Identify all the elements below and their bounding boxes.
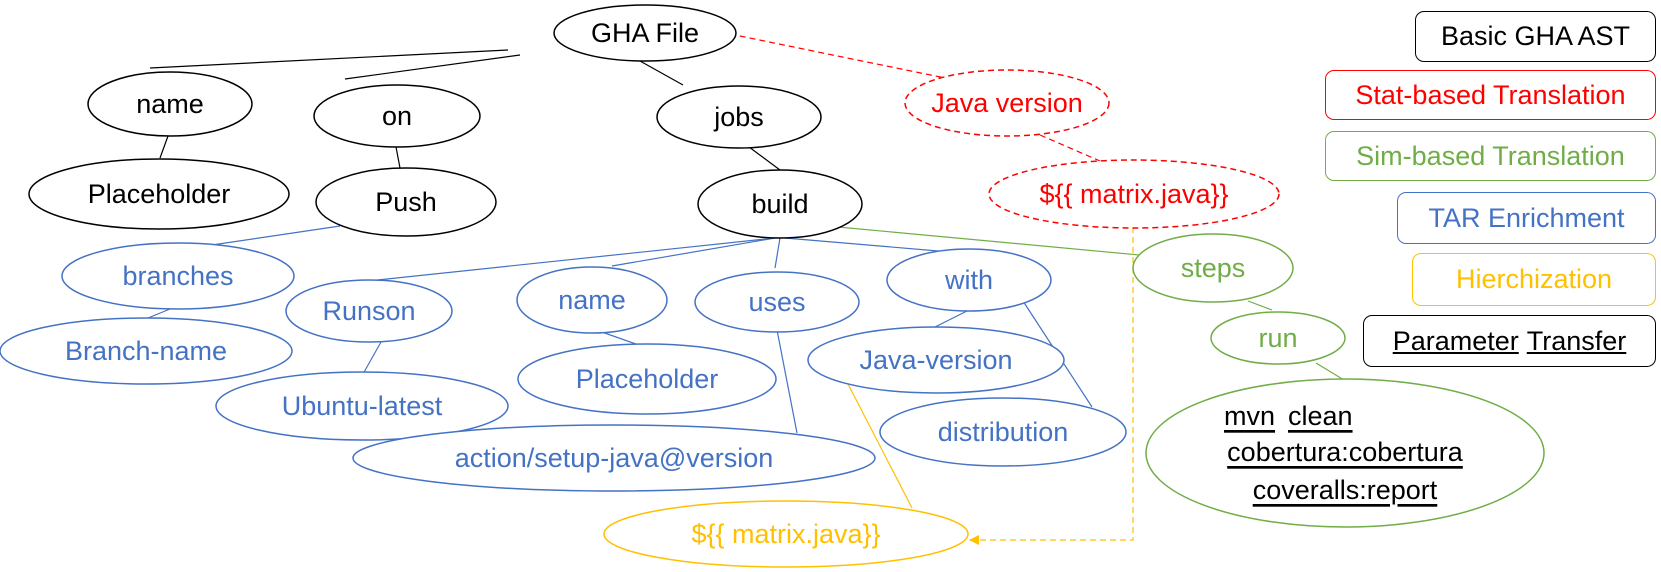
edge-on-push [395, 146, 401, 169]
node-name-blue [516, 266, 668, 334]
edge-build-with [784, 237, 951, 253]
node-branches [61, 242, 295, 310]
node-placeholder-top [28, 158, 290, 230]
label-action-setup-java: action/setup-java@version [455, 443, 774, 473]
stat-edges [729, 33, 1101, 162]
label-runson: Runson [322, 296, 415, 326]
node-on [313, 84, 481, 148]
node-name [87, 71, 253, 137]
cmd-clean: clean [1288, 401, 1353, 431]
edge-javaversion-matrix-hier [847, 383, 913, 509]
node-build [697, 169, 863, 239]
label-java-version-blue: Java-version [859, 345, 1012, 375]
hier-edges [847, 227, 1134, 545]
edge-branches-branchname [147, 308, 171, 319]
edge-runson-ubuntu [362, 341, 382, 375]
node-uses [694, 271, 860, 333]
label-java-version-stat: Java version [931, 88, 1083, 118]
edge-run-command [1315, 362, 1345, 381]
label-ubuntu-latest: Ubuntu-latest [282, 391, 443, 421]
edge-build-uses [774, 237, 781, 269]
edge-gha-on [344, 54, 521, 80]
legend-sim: Sim-based Translation [1325, 131, 1656, 181]
legend-stat: Stat-based Translation [1325, 70, 1656, 120]
label-on: on [382, 101, 412, 131]
cmd-mvn: mvn [1224, 401, 1275, 431]
label-branch-name: Branch-name [65, 336, 227, 366]
node-java-version-blue [807, 326, 1065, 394]
node-distribution [879, 397, 1127, 467]
node-placeholder-blue [517, 343, 777, 415]
legend-param-word2: Transfer [1526, 325, 1627, 356]
edge-param-transfer-arrow [969, 227, 1134, 545]
legend-hier: Hierchization [1412, 253, 1656, 306]
label-uses: uses [748, 287, 805, 317]
legend-basic: Basic GHA AST [1415, 11, 1656, 62]
label-placeholder-top: Placeholder [88, 179, 231, 209]
sim-edges [837, 226, 1345, 381]
edge-gha-name [149, 49, 509, 69]
node-ubuntu-latest [215, 371, 509, 441]
label-branches: branches [122, 261, 233, 291]
edge-build-runson [367, 237, 776, 282]
label-steps: steps [1181, 253, 1246, 283]
edge-gha-jobs [639, 60, 684, 86]
label-gha-file: GHA File [591, 18, 699, 48]
label-jobs: jobs [713, 102, 764, 132]
label-matrix-java-stat: ${{ matrix.java}} [1039, 179, 1228, 209]
node-run [1210, 311, 1346, 365]
edge-build-steps [837, 226, 1162, 258]
label-distribution: distribution [938, 417, 1069, 447]
label-placeholder-blue: Placeholder [576, 364, 719, 394]
label-name: name [136, 89, 204, 119]
edge-build-name [611, 237, 776, 267]
edge-name-placeholder [159, 135, 169, 159]
node-gha-file [553, 4, 737, 62]
edge-uses-action [776, 329, 798, 434]
label-matrix-java-hier: ${{ matrix.java}} [691, 519, 880, 549]
edge-javaversion-matrix [1039, 134, 1101, 162]
node-push [315, 167, 497, 237]
node-action-setup-java [352, 424, 876, 492]
node-branch-name [0, 317, 293, 385]
edge-gha-javaversion [729, 33, 956, 81]
cmd-coveralls: coveralls:report [1253, 475, 1438, 505]
edge-steps-run [1247, 300, 1273, 311]
node-steps [1132, 233, 1294, 303]
node-runson [285, 279, 453, 343]
edge-with-javaversion [932, 310, 968, 329]
node-with [886, 248, 1052, 312]
legend-tar: TAR Enrichment [1397, 192, 1656, 244]
cmd-cobertura: cobertura:cobertura [1227, 437, 1464, 467]
node-matrix-java-stat [988, 159, 1280, 229]
label-name-blue: name [558, 285, 626, 315]
node-run-command [1145, 378, 1545, 528]
legend-param-word1: Parameter [1392, 325, 1519, 356]
label-run: run [1258, 323, 1297, 353]
node-java-version-stat [904, 69, 1110, 137]
node-jobs [656, 85, 822, 149]
label-with: with [944, 265, 993, 295]
label-push: Push [375, 187, 437, 217]
node-matrix-java-hier [603, 500, 969, 568]
label-build: build [751, 189, 808, 219]
